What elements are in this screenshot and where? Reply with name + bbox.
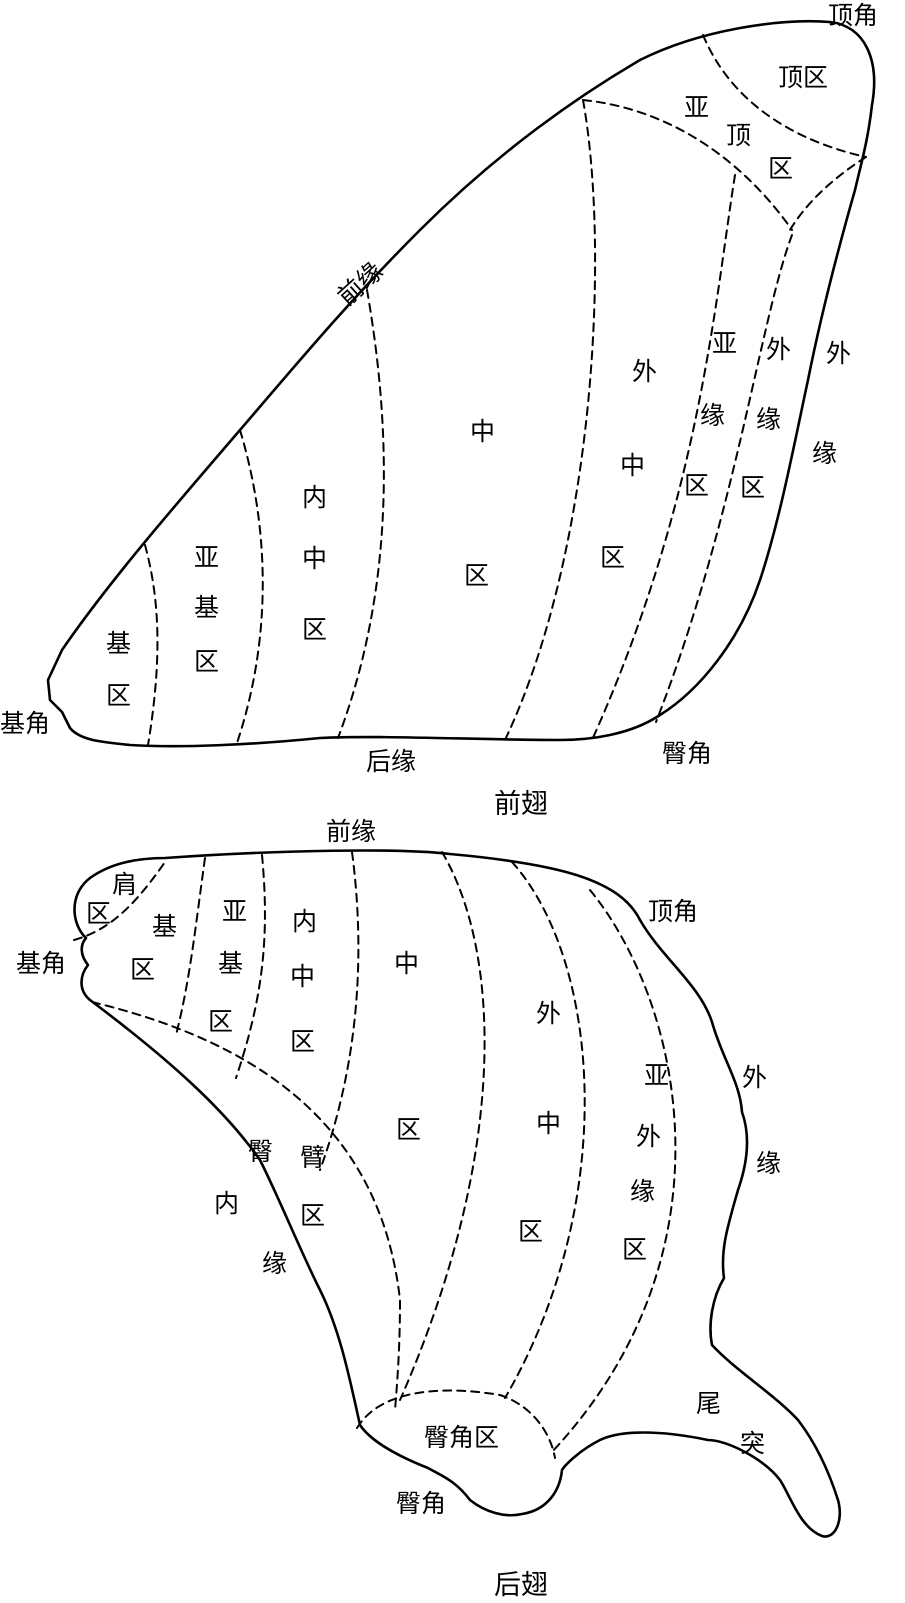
- hw-line-basal: [175, 857, 206, 1036]
- hw-line-anal: [91, 1001, 402, 1411]
- forewing: [46, 19, 876, 748]
- hw-label-outer-margin-1: 外: [742, 1063, 767, 1092]
- hw-label-tail-2: 突: [740, 1429, 765, 1458]
- hw-label-submarginal-4: 区: [622, 1235, 647, 1264]
- fw-label-subbasal-2: 基: [194, 593, 219, 622]
- forewing-line-subapical: [582, 99, 793, 231]
- fw-label-submarginal-1: 亚: [712, 329, 737, 358]
- fw-label-antemedian-2: 中: [302, 544, 327, 573]
- hw-label-costa: 前缘: [326, 817, 376, 846]
- fw-label-marginal-3: 区: [740, 473, 765, 502]
- fw-label-subapical-3: 区: [768, 154, 793, 183]
- hw-line-median: [399, 851, 486, 1401]
- hw-label-tornal-area: 臀角区: [424, 1423, 499, 1452]
- fw-label-outer-margin-1: 外: [826, 339, 851, 368]
- hw-label-anal-2: 区: [300, 1201, 325, 1230]
- fw-label-costa: 前缘: [332, 256, 389, 311]
- forewing-line-postmedian: [504, 99, 597, 741]
- forewing-line-apical: [702, 34, 867, 158]
- forewing-outline: [46, 19, 876, 748]
- fw-label-marginal-2: 缘: [756, 405, 781, 434]
- hw-label-submarginal-3: 缘: [630, 1177, 655, 1206]
- forewing-caption: 前翅: [494, 789, 548, 820]
- hw-label-subbasal-3: 区: [208, 1007, 233, 1036]
- hw-label-subbasal-2: 基: [218, 949, 243, 978]
- hw-label-median-2: 区: [396, 1115, 421, 1144]
- hw-label-basal-1: 基: [152, 912, 177, 941]
- hw-label-anal-1: 臂: [300, 1143, 325, 1172]
- hindwing: [73, 849, 842, 1538]
- hw-label-postmedian-1: 外: [536, 999, 561, 1028]
- hw-label-tornus: 臀角: [396, 1489, 446, 1518]
- fw-label-outer-margin-2: 缘: [812, 439, 837, 468]
- hw-label-antemedian-1: 内: [292, 907, 317, 936]
- fw-label-postmedian-3: 区: [600, 543, 625, 572]
- hw-label-antemedian-2: 中: [290, 962, 315, 991]
- hw-label-basal-2: 区: [130, 955, 155, 984]
- hw-label-submarginal-1: 亚: [644, 1061, 669, 1090]
- hw-line-humeral: [73, 861, 166, 941]
- forewing-line-basal: [144, 544, 159, 746]
- hindwing-caption: 后翅: [494, 1570, 548, 1601]
- forewing-line-submarginal: [591, 174, 736, 741]
- fw-label-median-2: 区: [464, 561, 489, 590]
- hw-label-humeral-2: 区: [86, 899, 111, 928]
- fw-label-apex: 顶角: [828, 1, 878, 30]
- fw-label-apical-area: 顶区: [778, 63, 828, 92]
- fw-label-marginal-1: 外: [766, 335, 791, 364]
- fw-label-base: 基角: [0, 709, 50, 738]
- hw-label-humeral-1: 肩: [112, 870, 137, 899]
- hw-line-subbasal: [235, 854, 266, 1079]
- fw-label-subbasal-1: 亚: [194, 543, 219, 572]
- hw-line-postmedian: [504, 861, 586, 1399]
- hw-label-median-1: 中: [394, 949, 419, 978]
- hw-line-antemedian: [319, 851, 360, 1171]
- fw-label-submarginal-2: 缘: [700, 401, 725, 430]
- hw-line-submarginal: [551, 889, 677, 1453]
- forewing-line-marginal: [655, 234, 793, 723]
- fw-label-tornus: 臀角: [662, 739, 712, 768]
- hw-label-outer-margin-2: 缘: [756, 1149, 781, 1178]
- hw-label-postmedian-3: 区: [518, 1217, 543, 1246]
- hw-label-antemedian-3: 区: [290, 1027, 315, 1056]
- fw-label-postmedian-1: 外: [632, 357, 657, 386]
- fw-label-basal-2: 区: [106, 681, 131, 710]
- hw-label-inner-margin-3: 缘: [262, 1249, 287, 1278]
- hw-label-inner-margin-1: 臀: [248, 1137, 273, 1166]
- hw-label-submarginal-2: 外: [636, 1122, 661, 1151]
- fw-label-subapical-1: 亚: [684, 93, 709, 122]
- forewing-line-subbasal: [235, 429, 264, 747]
- hw-label-apex: 顶角: [648, 897, 698, 926]
- hw-line-tornal: [356, 1389, 556, 1459]
- hw-label-tail-1: 尾: [696, 1389, 721, 1418]
- hindwing-outline: [73, 849, 842, 1538]
- forewing-line-apex-margin: [789, 156, 867, 231]
- hw-label-subbasal-1: 亚: [222, 897, 247, 926]
- fw-label-antemedian-3: 区: [302, 615, 327, 644]
- fw-label-subapical-2: 顶: [726, 121, 751, 150]
- fw-label-antemedian-1: 内: [302, 483, 327, 512]
- hw-label-base: 基角: [16, 949, 66, 978]
- fw-label-basal-1: 基: [106, 629, 131, 658]
- hw-label-postmedian-2: 中: [536, 1109, 561, 1138]
- fw-label-inner-margin: 后缘: [366, 747, 416, 776]
- fw-label-postmedian-2: 中: [620, 451, 645, 480]
- fw-label-subbasal-3: 区: [194, 647, 219, 676]
- forewing-line-antemedian: [337, 289, 385, 739]
- fw-label-median-1: 中: [470, 417, 495, 446]
- fw-label-submarginal-3: 区: [684, 471, 709, 500]
- hw-label-inner-margin-2: 内: [214, 1189, 239, 1218]
